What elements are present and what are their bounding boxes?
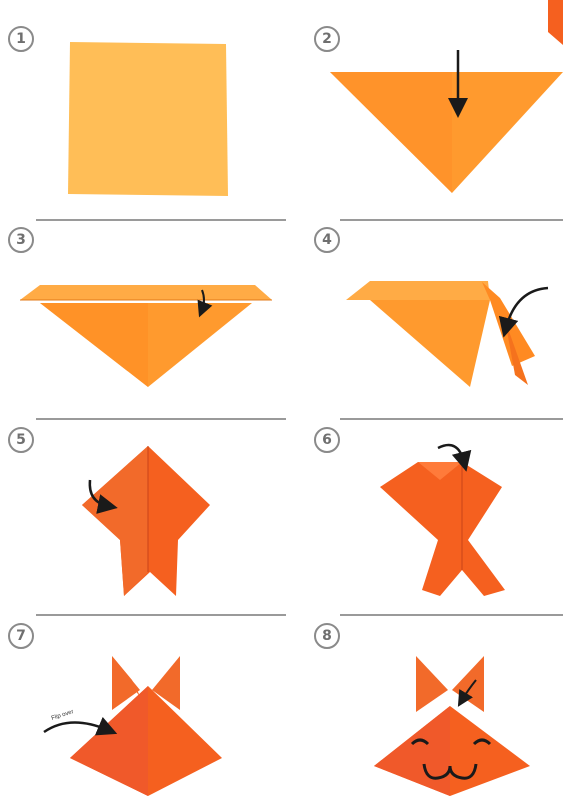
step-8-cat-face [374, 656, 530, 796]
step-2-triangle-fold [330, 0, 563, 193]
step-4-corner-fold [346, 281, 548, 387]
step-7-arrow [44, 722, 108, 732]
step-6-top-point-fold [380, 445, 505, 596]
step-7-flip-over: Flip over [44, 656, 222, 796]
step-6-arrow [438, 445, 464, 462]
step-7-annotation: Flip over [51, 709, 75, 722]
step-3-top-fold [20, 285, 272, 387]
step-1-square-paper [68, 42, 228, 196]
step-5-both-corners-fold [82, 446, 210, 596]
